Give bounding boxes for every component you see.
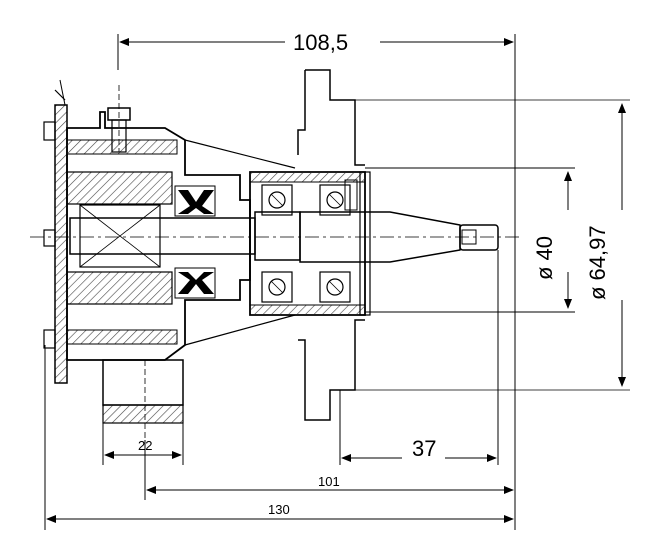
bearing-housing [184, 139, 371, 346]
flange [297, 69, 630, 421]
mounting-plate [43, 79, 68, 384]
dim-22: 22 [138, 438, 152, 453]
ball-bearing-3 [261, 271, 293, 303]
ball-bearing-2 [319, 184, 351, 216]
dim-108-5: 108,5 [293, 30, 348, 55]
dim-diameter-40: ø 40 [532, 236, 557, 280]
ball-bearing-1 [261, 184, 293, 216]
dim-diameter-64-97: ø 64,97 [585, 225, 610, 300]
ball-bearing-4 [319, 271, 351, 303]
dim-130: 130 [268, 502, 290, 517]
dim-37: 37 [412, 436, 436, 461]
shaft [30, 211, 520, 263]
seal-upper [174, 185, 216, 217]
seal-lower [174, 267, 216, 299]
housing [66, 85, 251, 440]
dim-101: 101 [318, 474, 340, 489]
dimension-lines [44, 34, 626, 530]
